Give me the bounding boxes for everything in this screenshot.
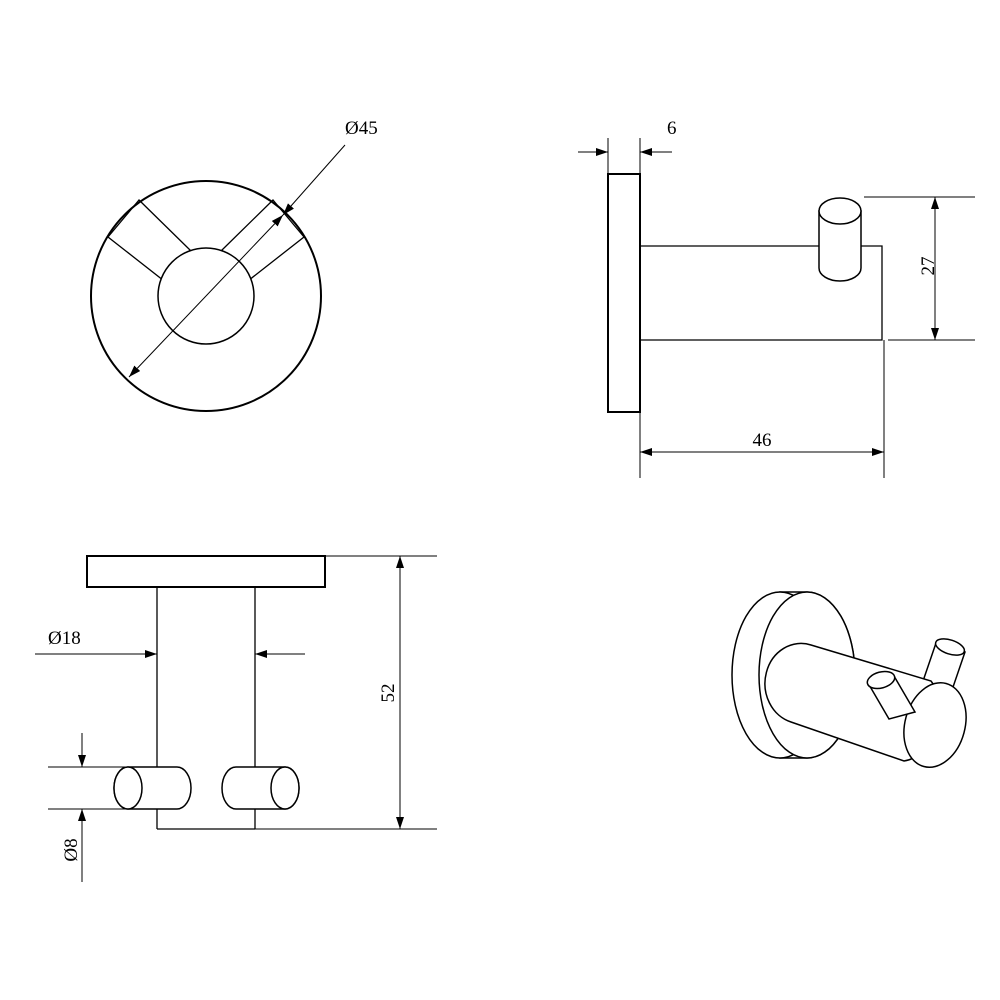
isometric-view [731, 591, 967, 769]
side-length-label: 46 [753, 430, 772, 451]
top-height-label: 52 [378, 684, 399, 703]
side-view: 6 27 46 [578, 118, 975, 478]
iso-body-end [903, 681, 967, 769]
side-top-peg [818, 197, 862, 282]
top-left-peg [113, 766, 192, 810]
front-diameter-dimension-line [128, 214, 284, 378]
top-body-diameter-label: Ø18 [48, 628, 81, 649]
front-diameter-leader [282, 144, 346, 216]
side-thickness-label: 6 [667, 118, 677, 139]
side-height-label: 27 [918, 257, 939, 276]
top-view: Ø18 52 Ø8 [35, 555, 437, 882]
top-peg-diameter-label: Ø8 [61, 838, 82, 861]
front-diameter-label: Ø45 [345, 118, 378, 139]
front-view: Ø45 [90, 118, 378, 412]
side-flange [607, 173, 641, 413]
front-flange-outline [90, 180, 322, 412]
side-body [640, 245, 883, 341]
top-flange [86, 555, 326, 588]
top-right-peg [221, 766, 300, 810]
iso-front-peg [866, 670, 917, 720]
